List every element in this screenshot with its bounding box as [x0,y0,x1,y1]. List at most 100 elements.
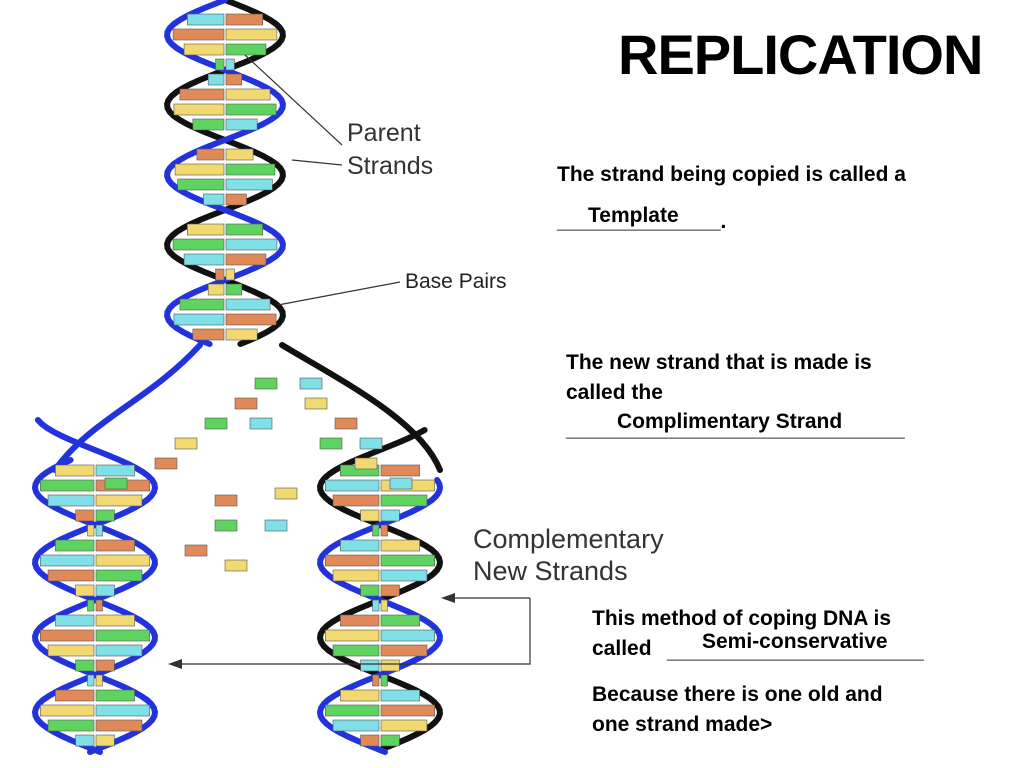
base-block [172,238,225,251]
free-nucleotide [249,417,273,430]
base-block [380,719,428,732]
arrow-head-icon [168,659,182,669]
base-block [225,298,271,311]
free-nucleotide [319,437,343,450]
base-block [340,689,380,702]
base-block [225,253,267,266]
parent-label-line1: Parent [347,119,421,147]
question-1-text: The strand being copied is called a [557,163,906,186]
base-block [380,644,428,657]
free-nucleotide [214,494,238,507]
base-block [95,704,150,717]
base-block [225,313,277,326]
base-block [207,283,225,296]
base-block [332,719,380,732]
base-block [380,494,428,507]
free-nucleotide [334,417,358,430]
question-1-blank: ______________. [557,210,727,233]
base-block [55,614,95,627]
free-nucleotide [264,519,288,532]
base-block [225,283,243,296]
fork-strand-black [279,342,443,473]
complementary-pointer-line [172,598,531,665]
base-block [380,689,420,702]
base-block [95,524,103,537]
base-block [75,584,95,597]
free-nucleotide [354,457,378,470]
base-block [95,599,103,612]
base-block [187,13,225,26]
base-block [380,659,400,672]
base-block [95,494,143,507]
base-block [95,554,150,567]
question-2-answer: Complimentary Strand [617,410,843,433]
base-block [47,644,95,657]
base-block [55,689,95,702]
free-nucleotide [224,559,248,572]
base-block [95,644,143,657]
base-block [40,629,95,642]
base-block [225,58,235,71]
base-block [380,524,388,537]
base-block [95,659,115,672]
question-2-blank: _____________________________ [566,418,905,441]
free-nucleotide [304,397,328,410]
base-block [380,599,388,612]
base-block [196,148,225,161]
free-nucleotide [389,477,413,490]
parent-strand-pointer-line [244,54,343,146]
base-block [380,674,388,687]
base-block [183,43,225,56]
base-block [225,28,278,41]
base-block [174,163,225,176]
base-block [225,103,277,116]
base-block [203,193,225,206]
base-block [75,509,95,522]
base-block [75,734,95,747]
left-daughter-new-strand [31,457,159,755]
base-block [380,539,420,552]
base-block [55,464,95,477]
slide-title: REPLICATION [618,23,983,86]
base-block [325,629,380,642]
base-block [47,569,95,582]
base-block [340,539,380,552]
base-block [332,494,380,507]
base-block [380,584,400,597]
base-block [360,584,380,597]
base-block [87,599,95,612]
base-block [332,644,380,657]
base-block [325,479,380,492]
dna-replication-diagram: Parent Strands Base Pairs Complementary … [31,0,664,755]
base-block [225,148,254,161]
free-nucleotide [299,377,323,390]
base-block [95,689,135,702]
base-block [177,178,225,191]
arrow-head-icon [441,593,455,603]
base-block [215,58,225,71]
base-block [380,614,420,627]
free-nucleotide [254,377,278,390]
base-block [380,554,435,567]
complementary-label-line1: Complementary [473,524,664,554]
base-block [95,734,115,747]
base-block [95,509,115,522]
base-block [95,539,135,552]
free-nucleotide [234,397,258,410]
base-block [75,659,95,672]
base-block [225,193,247,206]
base-block [225,73,243,86]
question-3-line2-prefix: called [592,637,652,660]
right-daughter-old-strand [316,427,444,753]
base-block [332,569,380,582]
question-2-line2: called the [566,381,663,404]
free-nucleotide [274,487,298,500]
question-2-line1: The new strand that is made is [566,351,872,374]
free-nucleotide [174,437,198,450]
base-block [179,88,225,101]
base-block [380,464,420,477]
base-block [225,268,235,281]
base-block [225,13,263,26]
base-block [47,494,95,507]
question-3-blank: ______________________ [667,640,924,663]
